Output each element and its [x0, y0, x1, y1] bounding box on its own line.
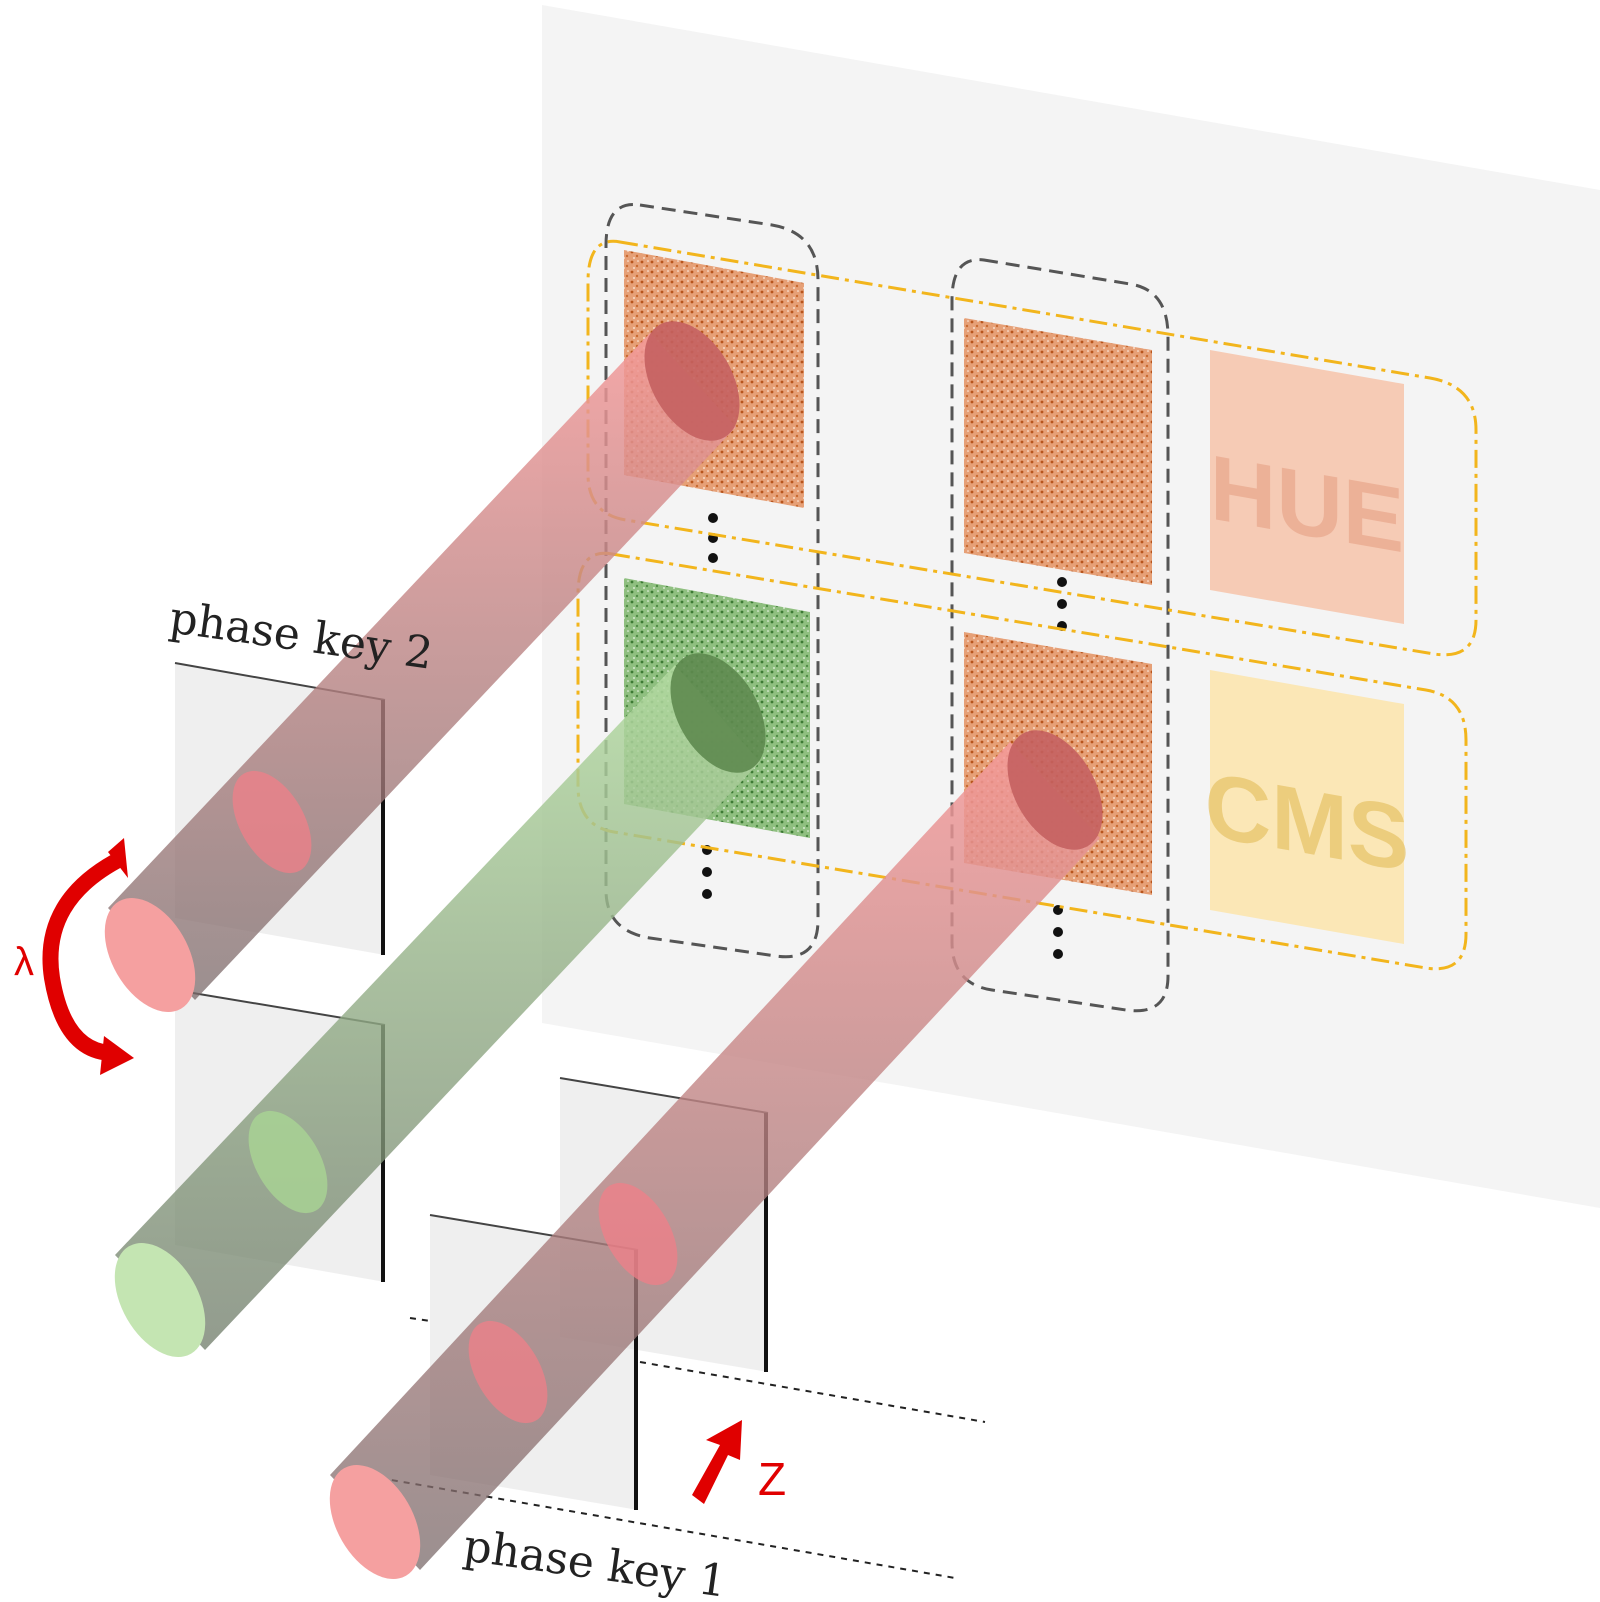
decoded-image-cms: CMS	[1205, 670, 1409, 944]
decoded-image-hue: HUE	[1210, 350, 1404, 624]
group-box-left-column	[604, 203, 820, 959]
z-direction-arrow-icon	[692, 1420, 742, 1504]
group-box-right-column	[950, 258, 1170, 1013]
beam-green	[114, 653, 766, 1357]
lambda-rotation-arrow-icon	[42, 838, 134, 1075]
lambda-label: λ	[14, 940, 34, 984]
beam-red-top	[104, 321, 740, 1012]
z-label: Z	[758, 1453, 786, 1505]
group-box-top-row	[586, 239, 1478, 657]
beam-red-bottom	[329, 730, 1103, 1579]
hologram-tile-right-top	[964, 318, 1152, 585]
